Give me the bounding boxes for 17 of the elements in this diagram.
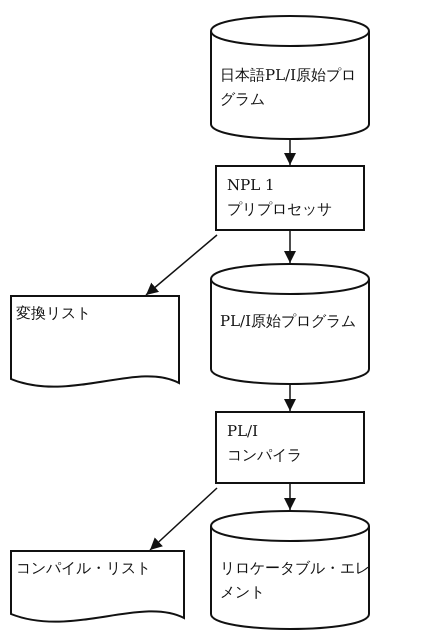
box-label: コンパイラ: [227, 445, 303, 466]
document-label: コンパイル・リスト: [16, 558, 152, 579]
process-box: [215, 165, 365, 231]
arrow: [284, 385, 296, 411]
box-label: PL/I: [227, 421, 260, 442]
arrow: [146, 234, 218, 296]
arrow: [284, 140, 296, 165]
arrow: [284, 484, 296, 510]
document-label: 変換リスト: [16, 303, 92, 324]
storage-label: リロケータブル・エレメント: [220, 558, 370, 603]
arrow: [284, 231, 296, 263]
storage-label: PL/I原始プログラム: [220, 311, 358, 332]
process-box: [215, 411, 365, 484]
storage-label: 日本語PL/I原始プログラム: [220, 64, 358, 110]
box-label: プリプロセッサ: [227, 199, 333, 220]
box-label: NPL 1: [227, 175, 276, 196]
arrow: [150, 487, 218, 551]
